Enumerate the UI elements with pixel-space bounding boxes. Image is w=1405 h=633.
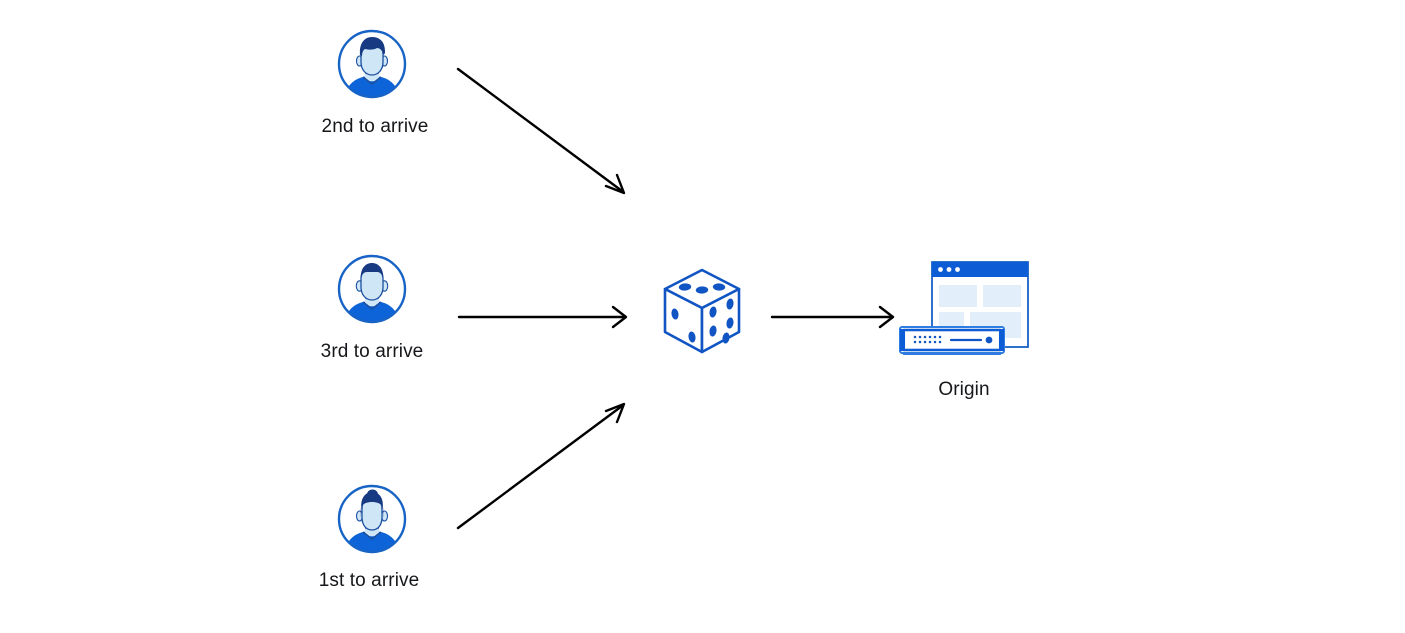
arrow-dice-to-origin bbox=[770, 305, 895, 329]
arrow-1st-to-dice bbox=[456, 402, 626, 530]
arrow-3rd-to-dice bbox=[457, 305, 628, 329]
client-label-3rd: 3rd to arrive bbox=[320, 341, 424, 362]
server-led-grid bbox=[913, 335, 942, 344]
arrow-2nd-to-dice bbox=[456, 67, 626, 195]
user-avatar-icon bbox=[337, 254, 407, 324]
client-node-3rd[interactable] bbox=[336, 253, 408, 325]
origin-server-icon bbox=[899, 261, 1029, 355]
client-label-2nd: 2nd to arrive bbox=[321, 116, 429, 137]
dice-icon bbox=[663, 268, 741, 354]
origin-node[interactable] bbox=[893, 255, 1035, 365]
dice-left-dots bbox=[671, 308, 696, 343]
user-avatar-icon bbox=[337, 484, 407, 554]
user-avatar-icon bbox=[337, 29, 407, 99]
dice-top-dots bbox=[678, 283, 726, 294]
dice-node[interactable] bbox=[659, 265, 745, 357]
client-node-1st[interactable] bbox=[336, 483, 408, 555]
server-port-dot bbox=[985, 336, 993, 344]
client-label-1st: 1st to arrive bbox=[318, 570, 420, 591]
dice-right-dots bbox=[709, 298, 734, 344]
server-device-icon bbox=[899, 326, 1005, 355]
origin-label: Origin bbox=[938, 379, 990, 400]
browser-content-blocks bbox=[939, 285, 1021, 338]
client-node-2nd[interactable] bbox=[336, 28, 408, 100]
browser-titlebar-dots bbox=[938, 267, 960, 272]
